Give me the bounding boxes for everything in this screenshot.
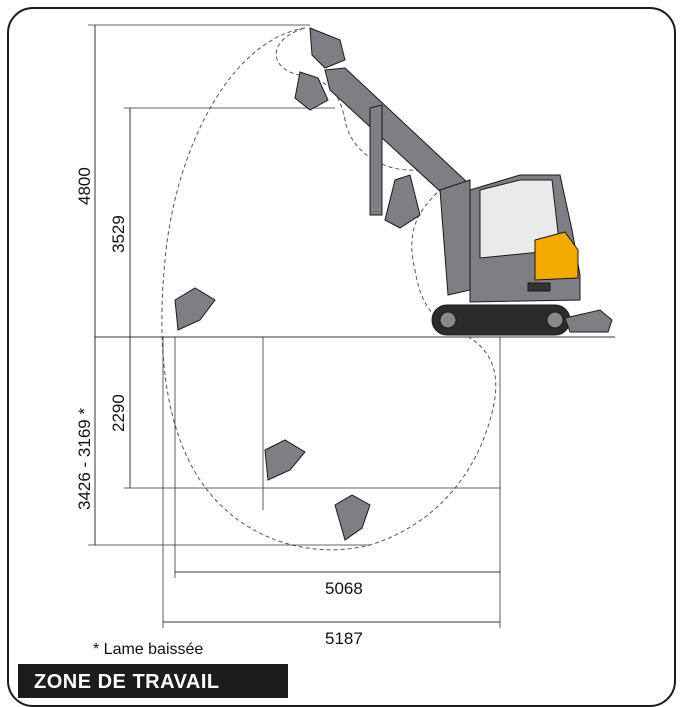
label-5187: 5187: [325, 629, 363, 648]
excavator-arm: [324, 67, 471, 296]
bucket-depth-low: [334, 494, 371, 541]
footnote-blade-lowered: * Lame baissée: [93, 641, 204, 658]
label-4800: 4800: [75, 167, 94, 205]
label-2290: 2290: [109, 394, 128, 432]
label-5068: 5068: [325, 579, 363, 598]
zone-de-travail-banner: ZONE DE TRAVAIL: [18, 664, 288, 698]
bucket-mid: [384, 174, 421, 229]
label-depth: 3426 - 3169 *: [75, 408, 94, 510]
bucket-ground: [174, 287, 216, 331]
working-envelope: [161, 27, 497, 551]
excavator-body: [431, 174, 613, 336]
bucket-top: [294, 27, 346, 111]
frame-border: [7, 7, 676, 707]
bucket-depth-mid: [264, 439, 306, 481]
label-3529: 3529: [109, 215, 128, 253]
